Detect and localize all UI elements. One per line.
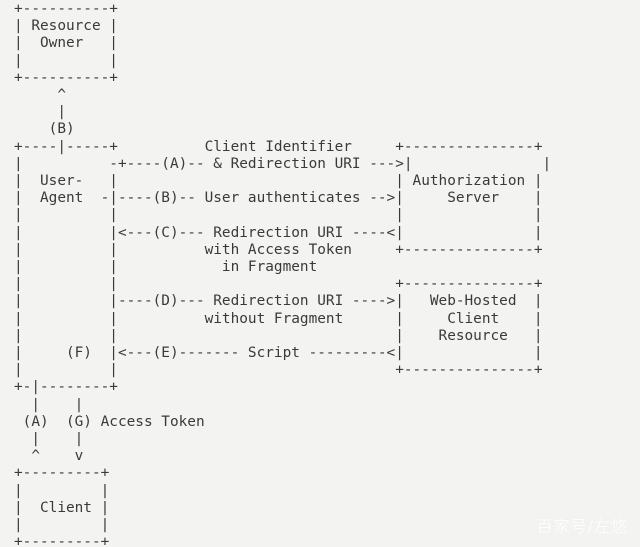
- diagram-line: | |: [14, 396, 84, 413]
- diagram-line: | | without Fragment | Client |: [14, 310, 543, 327]
- diagram-line: ^: [14, 87, 66, 104]
- diagram-line: | |----(D)--- Redirection URI ---->| Web…: [14, 293, 543, 310]
- diagram-line: | |: [14, 482, 110, 499]
- ascii-diagram: +----------+ | Resource | | Owner | | | …: [14, 1, 551, 547]
- diagram-line: | (F) |<---(E)------- Script ---------<|…: [14, 345, 543, 362]
- diagram-line: | Client |: [14, 499, 110, 516]
- watermark: 百家号/左悠: [536, 517, 628, 536]
- diagram-line: +-|--------+: [14, 379, 118, 396]
- diagram-line: ^ v: [14, 448, 84, 465]
- diagram-line: +---------+: [14, 534, 110, 547]
- diagram-line: (A) (G) Access Token: [14, 413, 205, 430]
- diagram-line: | | in Fragment: [14, 259, 318, 276]
- diagram-line: | Resource |: [14, 18, 118, 35]
- diagram-line: | |: [14, 517, 110, 534]
- diagram-line: |: [14, 104, 66, 121]
- diagram-line: | Agent -|----(B)-- User authenticates -…: [14, 190, 543, 207]
- diagram-line: | -+----(A)-- & Redirection URI --->| |: [14, 155, 552, 172]
- diagram-line: | | with Access Token +---------------+: [14, 241, 543, 258]
- diagram-line: | | +---------------+: [14, 276, 543, 293]
- diagram-line: | | +---------------+: [14, 362, 543, 379]
- diagram-line: | Owner |: [14, 35, 118, 52]
- diagram-line: | User- | | Authorization |: [14, 173, 543, 190]
- diagram-line: (B): [14, 121, 75, 138]
- diagram-line: | | | Resource |: [14, 327, 543, 344]
- diagram-line: +----|-----+ Client Identifier +--------…: [14, 138, 543, 155]
- diagram-line: +----------+: [14, 1, 118, 17]
- diagram-line: | |<---(C)--- Redirection URI ----<| |: [14, 224, 543, 241]
- diagram-line: | |: [14, 52, 118, 69]
- diagram-line: +---------+: [14, 465, 110, 482]
- diagram-line: | |: [14, 431, 84, 448]
- diagram-line: +----------+: [14, 69, 118, 86]
- diagram-line: | | | |: [14, 207, 543, 224]
